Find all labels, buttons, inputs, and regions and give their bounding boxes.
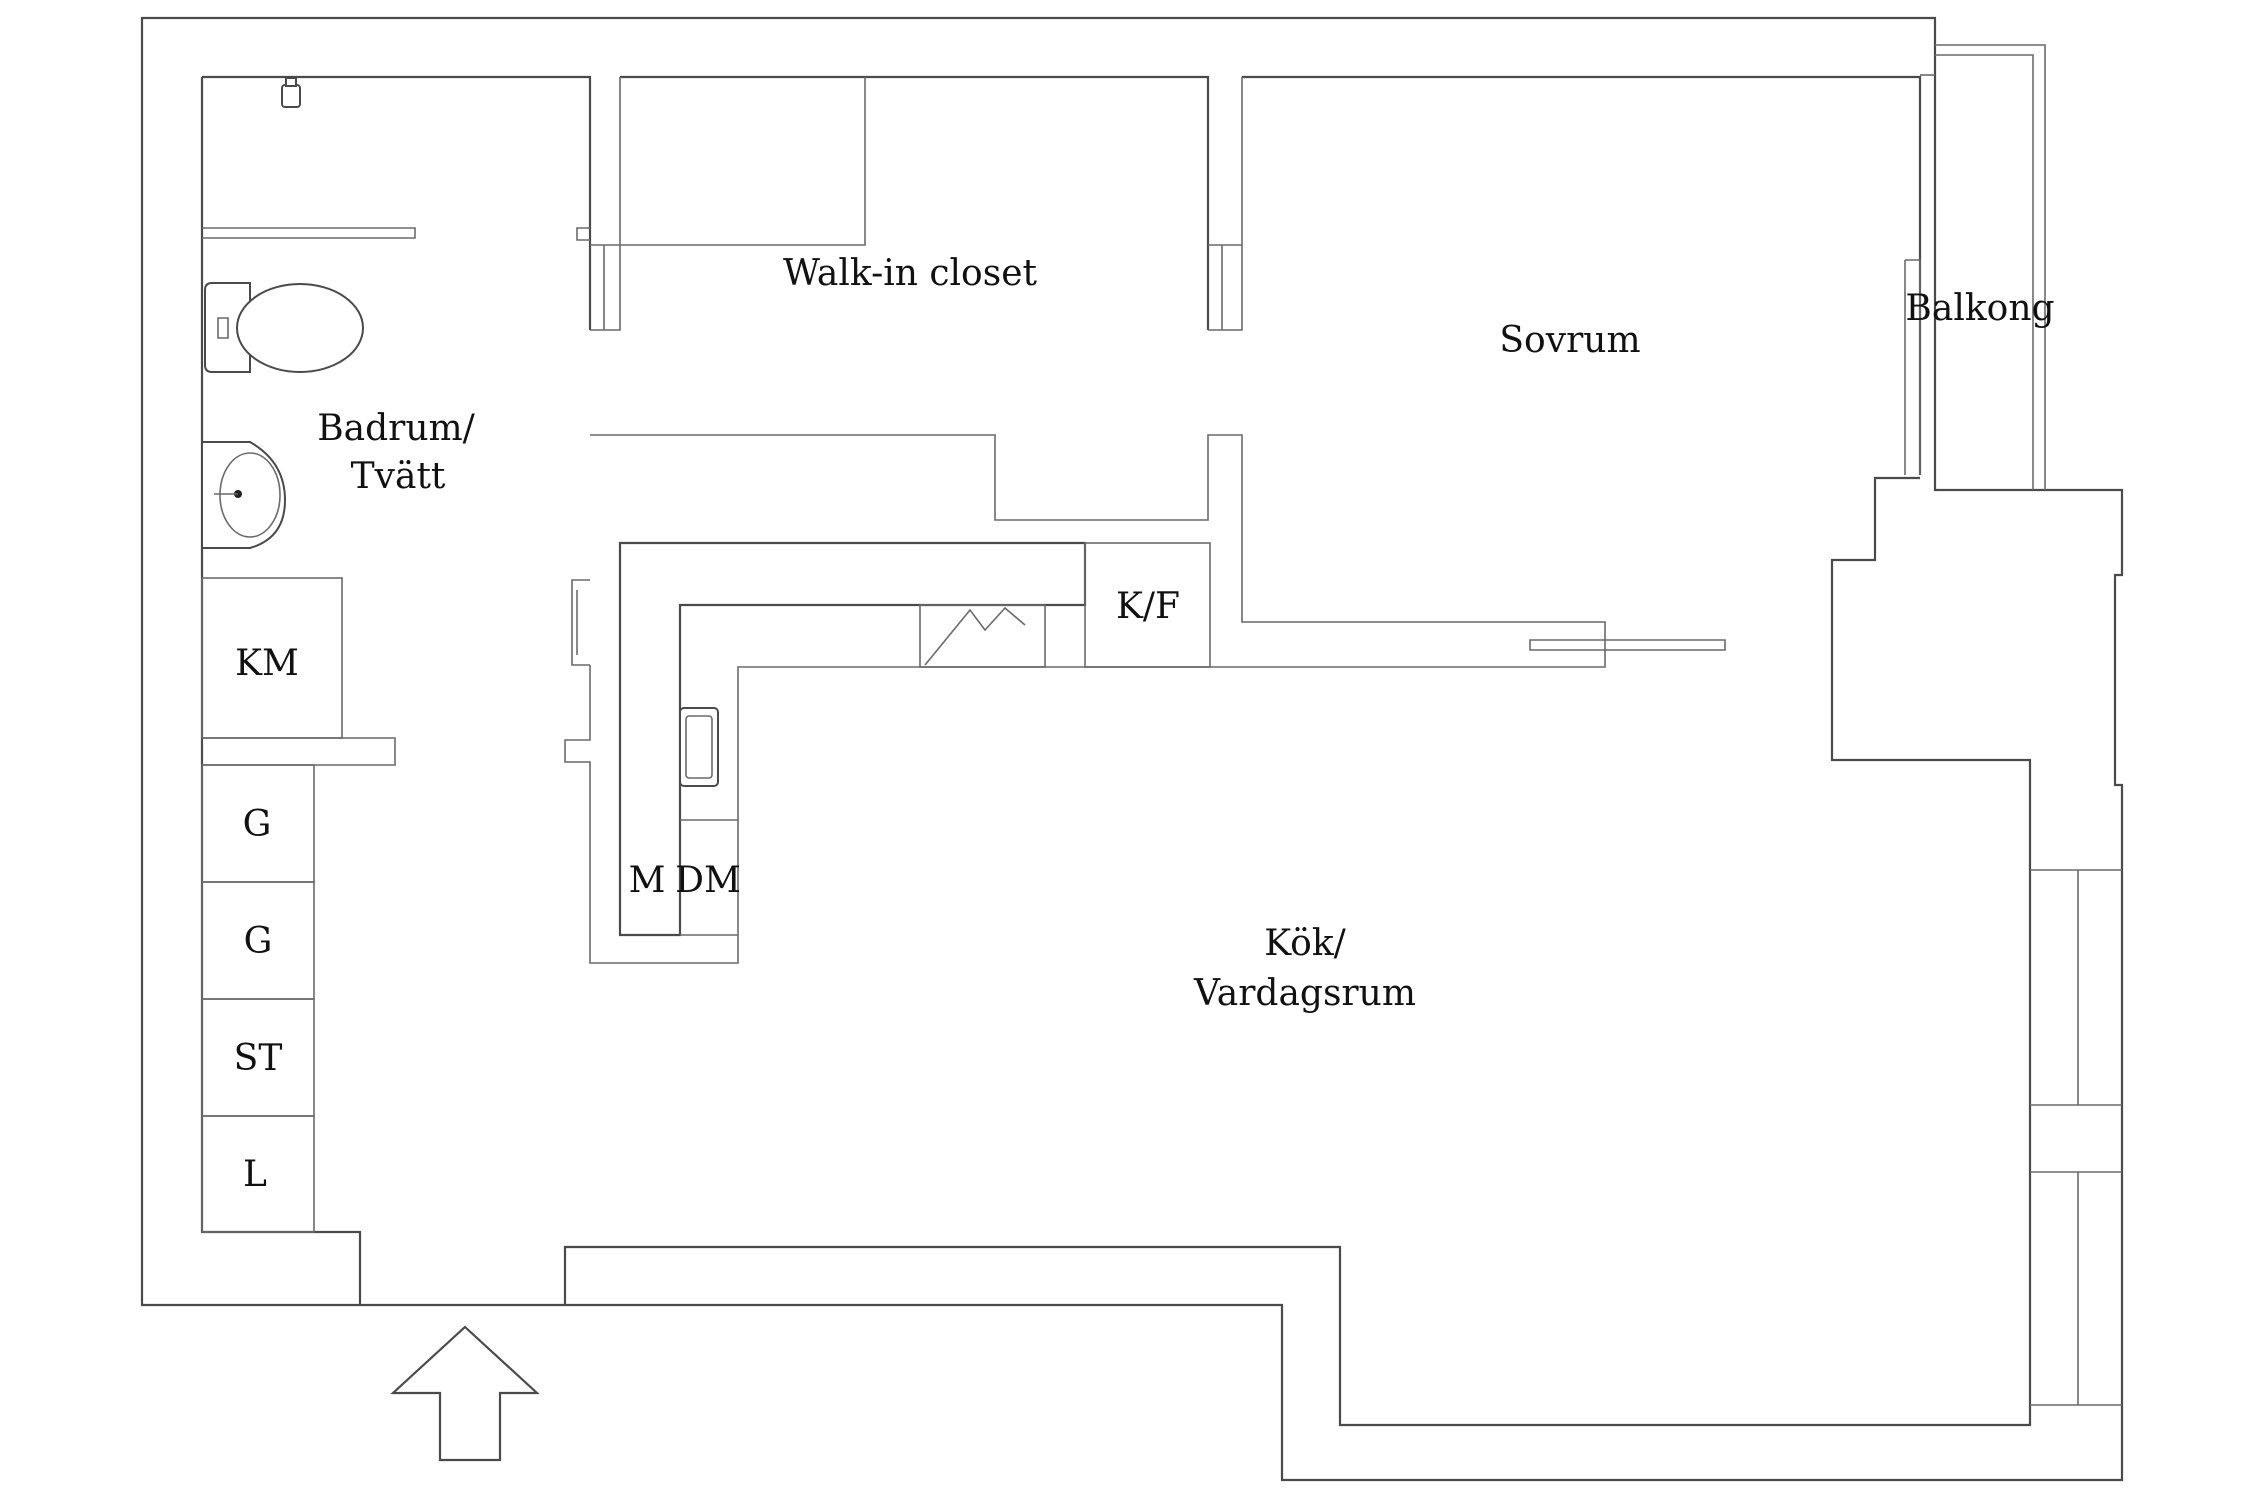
entrance-arrow-icon [390,1325,540,1462]
label-vardagsrum: Vardagsrum [1193,973,1416,1014]
label-badrum: Badrum/ [317,408,475,449]
outer-walls [140,16,2124,1482]
label-sovrum: Sovrum [1499,320,1640,361]
shower-head-icon [281,84,301,108]
label-balkong: Balkong [1905,288,2054,329]
toilet-icon [204,282,364,373]
label-g1: G [243,804,272,845]
kitchen [564,434,1726,964]
walk-in-closet-walls [576,77,1243,331]
label-m: M [629,860,666,901]
kitchen-sink-icon [679,707,719,787]
balcony [1904,44,2046,490]
label-kf: K/F [1116,586,1180,627]
label-km: KM [235,643,299,684]
label-dm: DM [675,860,741,901]
bathroom [201,77,416,1233]
label-g2: G [244,921,273,962]
label-st: ST [234,1038,283,1079]
label-kok: Kök/ [1264,923,1346,964]
label-l: L [243,1154,267,1195]
label-tvatt: Tvätt [351,456,446,497]
right-wall-details [1830,476,2122,1406]
label-walk-in-closet: Walk-in closet [783,253,1037,294]
sink-icon [201,441,287,549]
